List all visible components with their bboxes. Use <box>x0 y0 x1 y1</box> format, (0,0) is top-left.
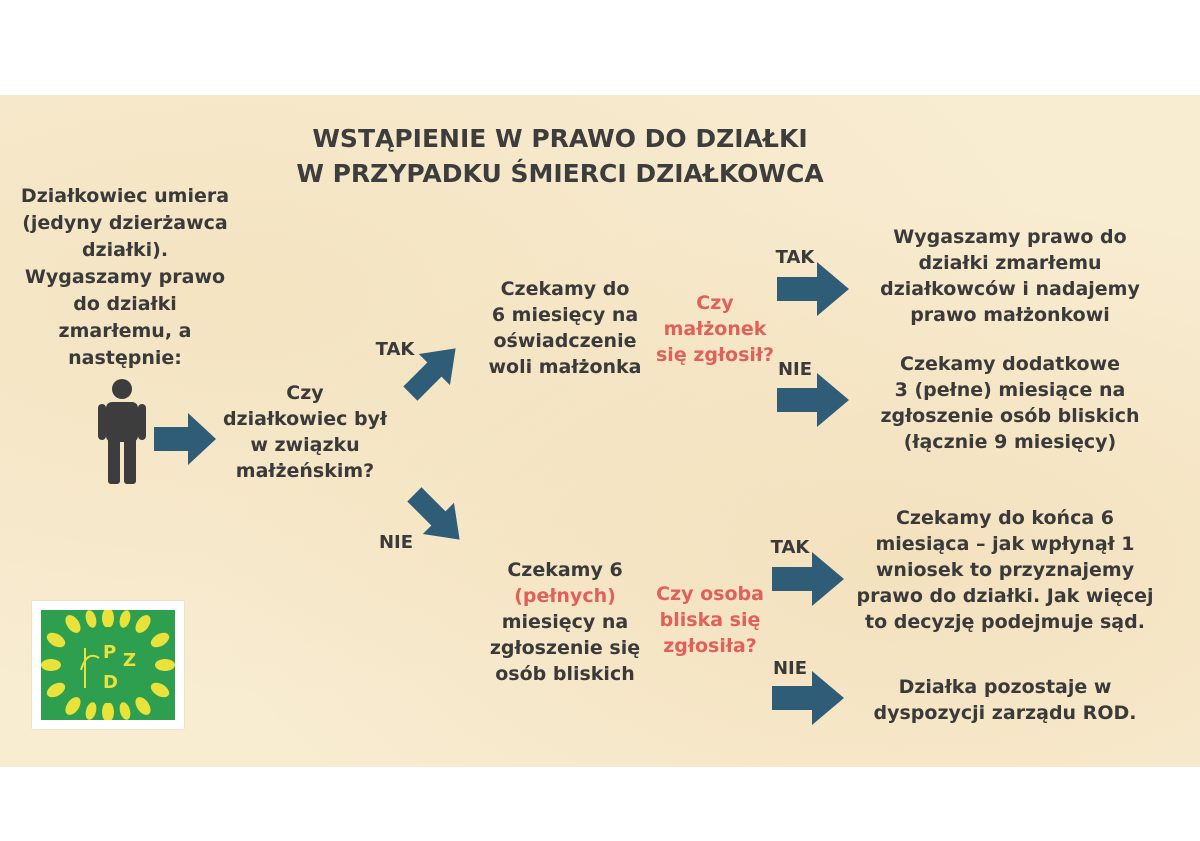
arrow-up-right-icon <box>403 348 456 401</box>
wait-relatives-rest: miesięcy na zgłoszenie się osób bliskich <box>489 611 641 685</box>
sunflower-icon: P Z D <box>41 610 175 720</box>
question-spouse: Czy małżonek się zgłosił? <box>656 292 774 366</box>
arrow-right-icon <box>772 671 844 725</box>
title-line-2: W PRZYPADKU ŚMIERCI DZIAŁKOWCA <box>296 159 824 188</box>
logo-letter-p: P <box>103 642 116 663</box>
label-tak-spouse: TAK <box>775 247 815 268</box>
wait-relatives-highlight: (pełnych) <box>514 585 616 607</box>
logo-letter-d: D <box>103 672 118 693</box>
label-tak-married: TAK <box>375 339 415 360</box>
person-icon <box>98 379 146 484</box>
result-spouse-granted: Wygaszamy prawo do działki zmarłemu dzia… <box>880 226 1140 326</box>
wait-relatives-text: Czekamy 6 (pełnych) miesięcy na zgłoszen… <box>465 557 665 687</box>
arrow-right-icon <box>154 413 216 465</box>
pzd-logo: P Z D <box>32 601 184 729</box>
arrow-down-right-icon <box>407 487 460 540</box>
logo-letter-z: Z <box>123 650 136 671</box>
result-relatives-granted: Czekamy do końca 6 miesiąca – jak wpłyną… <box>856 507 1154 633</box>
result-spouse-extra-wait: Czekamy dodatkowe 3 (pełne) miesiące na … <box>880 353 1140 453</box>
label-tak-relatives: TAK <box>770 537 810 558</box>
question-relatives: Czy osoba bliska się zgłosiła? <box>656 583 764 657</box>
wait-spouse-text: Czekamy do 6 miesięcy na oświadczenie wo… <box>488 278 642 378</box>
flowchart-sheet <box>0 95 1200 767</box>
result-board-disposal: Działka pozostaje w dyspozycji zarządu R… <box>873 676 1137 724</box>
label-nie-spouse: NIE <box>777 359 813 380</box>
start-text: Działkowiec umiera (jedyny dzierżawca dz… <box>20 185 230 369</box>
arrow-right-icon <box>772 552 844 606</box>
arrow-right-icon <box>777 262 849 316</box>
title-line-1: WSTĄPIENIE W PRAWO DO DZIAŁKI <box>312 124 808 153</box>
wait-relatives-line1: Czekamy 6 <box>507 559 623 581</box>
question-married: Czy działkowiec był w związku małżeńskim… <box>222 382 388 482</box>
label-nie-married: NIE <box>378 532 414 553</box>
arrow-right-icon <box>777 373 849 427</box>
label-nie-relatives: NIE <box>772 658 808 679</box>
